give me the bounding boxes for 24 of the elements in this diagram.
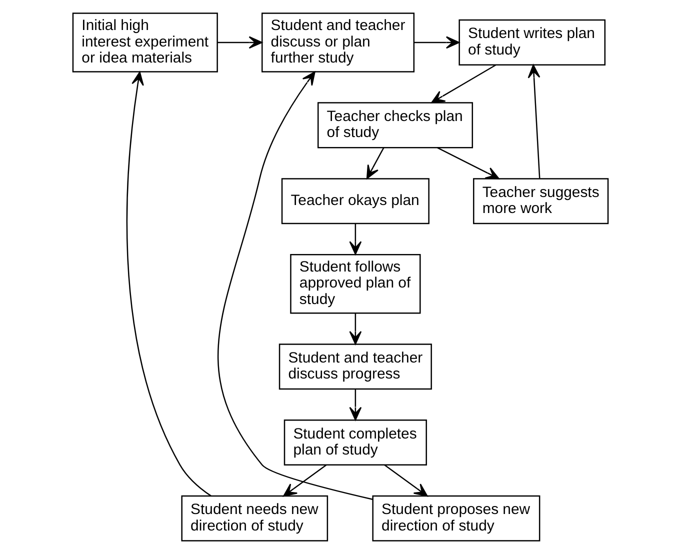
node-box: Student proposes new direction of study [372,495,540,542]
arrow [216,36,262,49]
node-box: Initial high interest experiment or idea materials [72,12,218,72]
arrow [430,64,496,104]
node-box: Student completes plan of study [283,419,426,466]
arrow [348,389,362,420]
node-box: Student needs new direction of study [180,495,328,542]
node-box: Student writes plan of study [458,19,606,66]
arrow [282,464,326,497]
arrow [414,36,460,49]
arrow [527,64,540,178]
arrow [348,224,362,255]
arrow [366,147,384,180]
node-box: Teacher suggests more work [472,178,608,224]
node-box: Student and teacher discuss or plan further study [260,12,414,72]
node-box: Student follows approved plan of study [290,254,420,314]
arrow [348,313,362,345]
node-box: Teacher checks plan of study [316,102,473,148]
arrow [126,72,211,496]
arrow [384,464,428,497]
node-box: Teacher okays plan [280,178,429,224]
arrow [217,71,372,500]
node-box: Student and teacher discuss progress [278,344,432,390]
arrow [436,147,499,180]
